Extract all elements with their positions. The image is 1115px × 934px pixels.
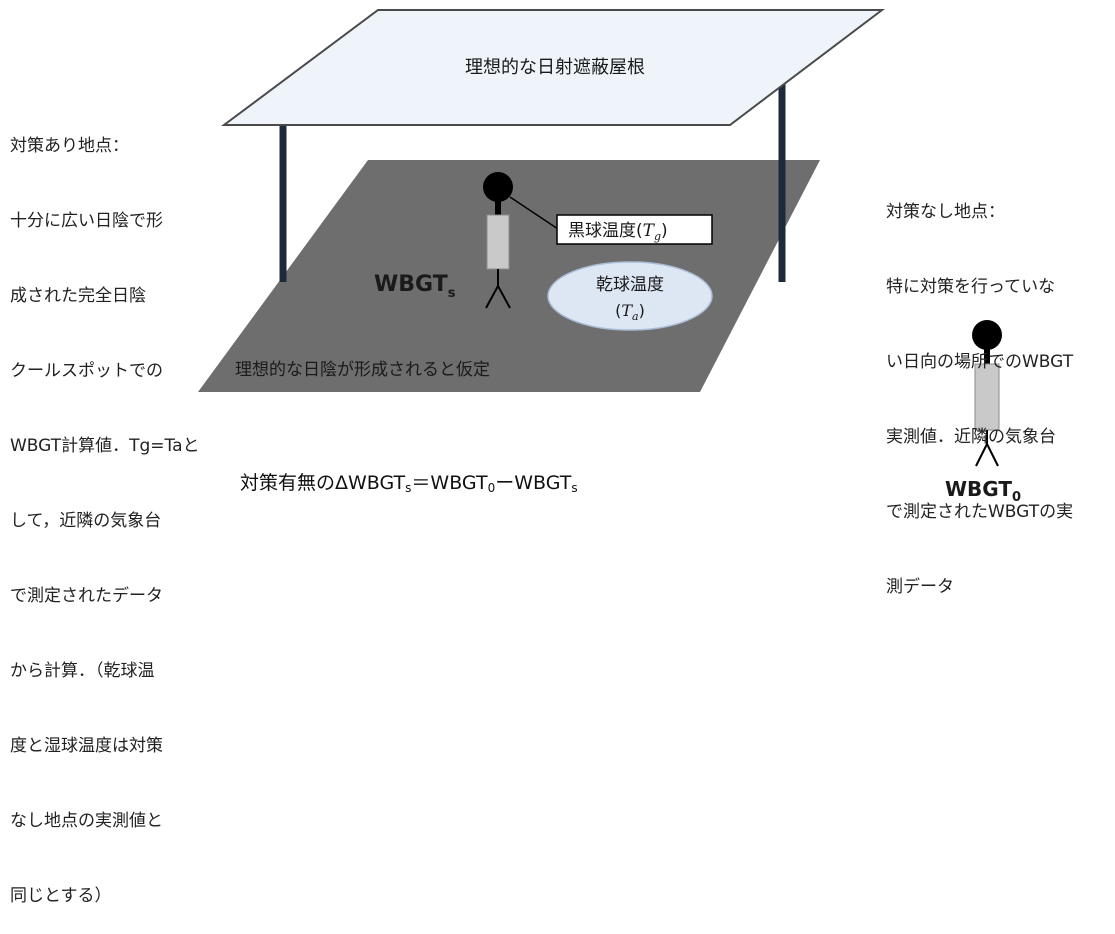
person-sun-leg-left (975, 443, 988, 467)
dry-bulb-label: 乾球温度 (596, 275, 664, 295)
left-line-1: 対策あり地点： (10, 136, 129, 156)
roof-label: 理想的な日射遮蔽屋根 (465, 57, 645, 78)
person-shaded-head (483, 172, 513, 202)
left-line-7: で測定されたデータ (10, 586, 163, 606)
formula-delta: ΔWBGT (335, 472, 406, 494)
person-shaded-leg-left (485, 285, 499, 309)
formula-delta-sub: s (405, 481, 412, 495)
delta-wbgt-formula: 対策有無のΔWBGTs＝WBGT0ーWBGTs (240, 468, 578, 495)
diagram-canvas: 理想的な日射遮蔽屋根 WBGTs 黒球温度(Tg) 乾球温度 (Ta) 理想的な… (10, 9, 1073, 906)
left-line-6: して，近隣の気象台 (10, 511, 162, 531)
shade-label: 理想的な日陰が形成されると仮定 (235, 360, 490, 380)
shading-roof (220, 9, 885, 126)
dry-bulb-ellipse (547, 261, 713, 331)
formula-term1-sub: 0 (487, 481, 496, 495)
person-shaded-neck (495, 200, 501, 215)
left-line-8: から計算．（乾球温 (10, 661, 155, 681)
formula-prefix: 対策有無の (240, 472, 336, 494)
black-globe-pointer (509, 196, 559, 230)
formula-eq: ＝WBGT (411, 472, 488, 494)
person-shaded-body (486, 214, 510, 270)
person-shaded-leg-right (497, 285, 511, 309)
person-sun-leg-right (986, 443, 999, 467)
left-line-11: 同じとする） (10, 886, 112, 906)
countermeasure-site-description: 対策あり地点： 十分に広い日陰で形 成された完全日陰 クールスポットでの WBG… (10, 84, 200, 934)
left-line-4: クールスポットでの (10, 361, 163, 381)
formula-term2-sub: s (571, 481, 578, 495)
formula-minus: ーWBGT (495, 472, 572, 494)
person-sun (972, 320, 1002, 467)
right-line-5: で測定されたWBGTの実 (886, 502, 1074, 522)
no-countermeasure-site-description: 対策なし地点： 特に対策を行っていな い日向の場所でのWBGT 実測値．近隣の気… (886, 150, 1073, 625)
black-globe-label: 黒球温度(Tg) (568, 221, 668, 243)
right-line-1: 対策なし地点： (886, 202, 1005, 222)
left-line-10: なし地点の実測値と (10, 811, 163, 831)
right-line-3: い日向の場所でのWBGT (886, 352, 1074, 372)
person-sun-head (972, 320, 1002, 350)
diagram-svg: 理想的な日射遮蔽屋根 WBGTs 黒球温度(Tg) 乾球温度 (Ta) 理想的な… (198, 9, 1021, 505)
right-line-4: 実測値．近隣の気象台 (886, 427, 1056, 447)
person-shaded-label: WBGTs (374, 272, 456, 301)
dry-bulb-var: (Ta) (615, 301, 645, 323)
right-line-2: 特に対策を行っていな (886, 277, 1056, 297)
person-sun-label: WBGT0 (945, 477, 1021, 505)
left-line-2: 十分に広い日陰で形 (10, 211, 163, 231)
person-sun-neck (984, 348, 990, 364)
left-line-9: 度と湿球温度は対策 (10, 736, 163, 756)
left-line-3: 成された完全日陰 (10, 286, 146, 306)
left-line-5: WBGT計算値．Tg=Taと (10, 436, 200, 456)
right-line-6: 測データ (886, 577, 954, 597)
black-globe-box (556, 214, 713, 245)
person-shaded (483, 172, 513, 309)
